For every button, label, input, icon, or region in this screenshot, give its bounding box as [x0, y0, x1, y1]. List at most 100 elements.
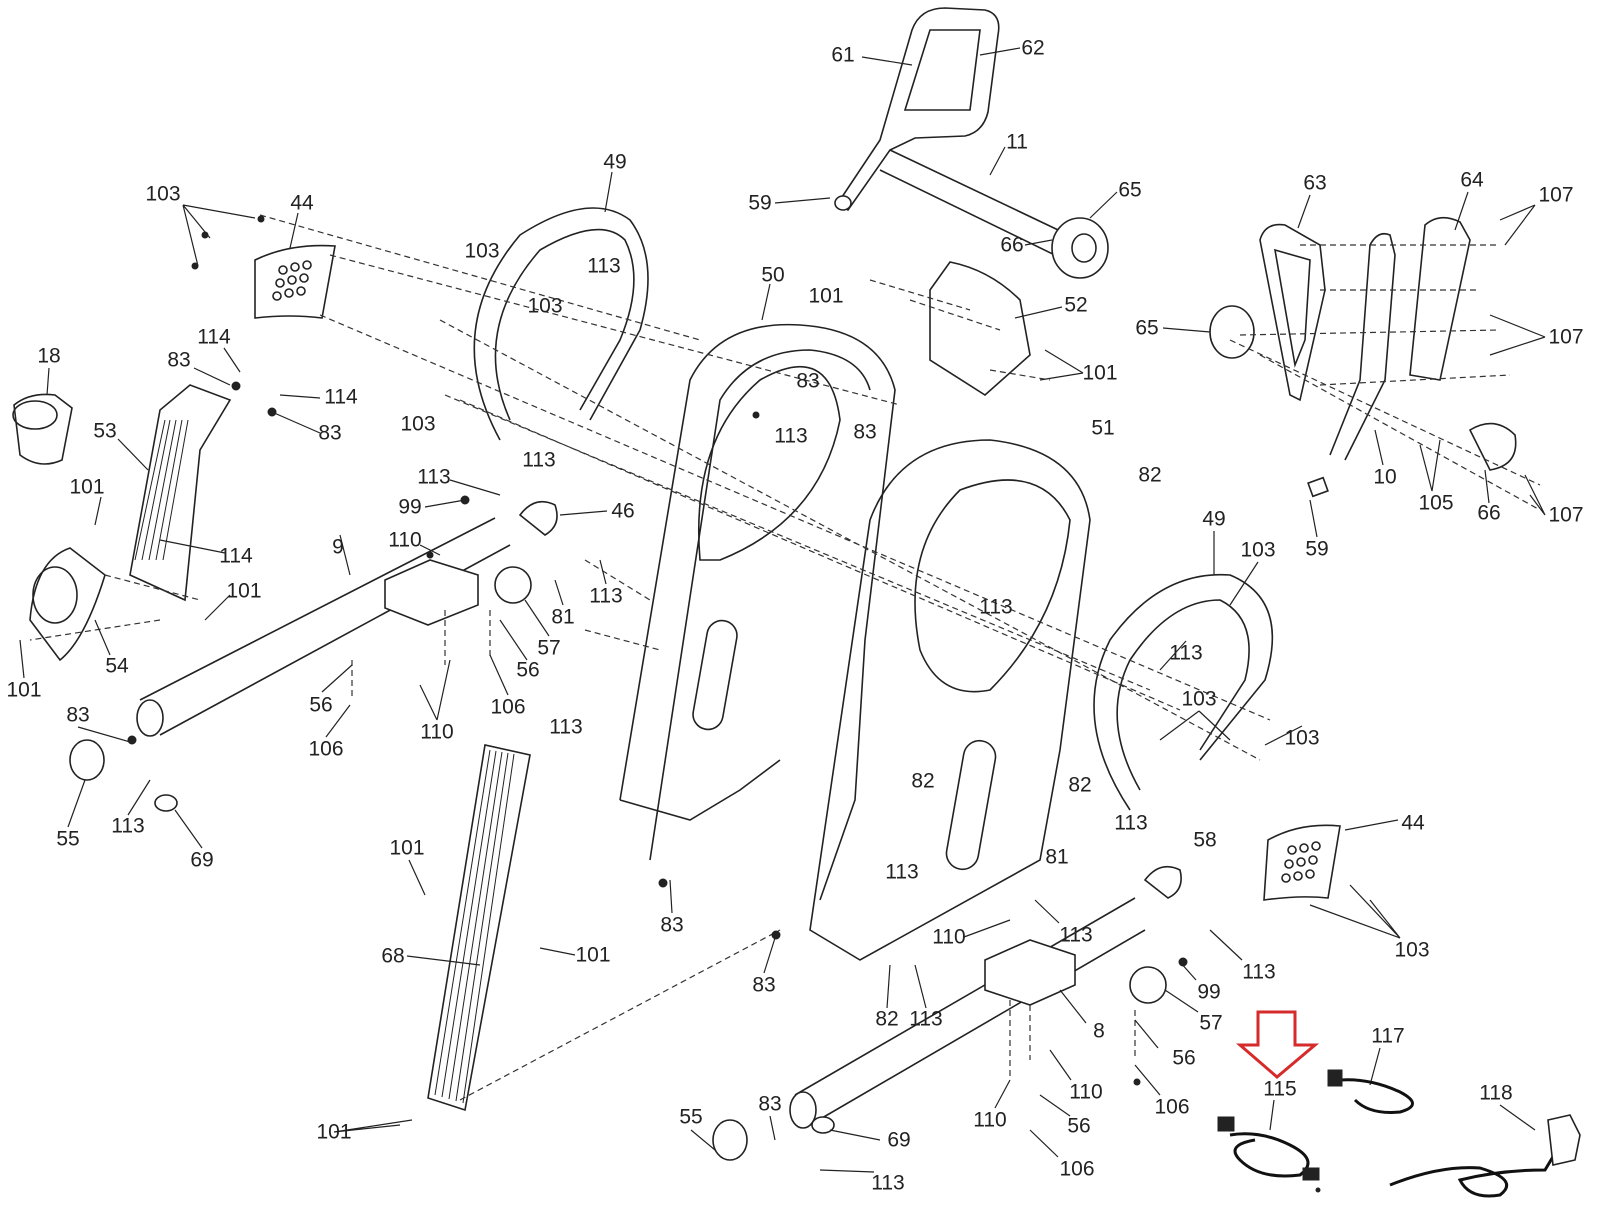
part-callout-64: 64	[1460, 168, 1484, 192]
part-callout-113: 113	[871, 1171, 905, 1195]
part-callout-115: 115	[1263, 1077, 1297, 1101]
part-callout-65: 65	[1118, 178, 1142, 202]
part-callout-46: 46	[611, 499, 635, 523]
part-callout-52: 52	[1064, 293, 1088, 317]
power-adapter-cord-118	[1389, 1144, 1562, 1198]
part-callout-56: 56	[1067, 1114, 1091, 1138]
wire-harness-115	[1229, 1132, 1310, 1178]
end-plate-44-right	[1263, 824, 1341, 901]
frame-cover-50	[619, 323, 896, 901]
right-handlebar-assembly	[1209, 216, 1517, 498]
stabilizer-8	[712, 865, 1182, 1161]
frame-cover-51	[809, 439, 1091, 961]
end-cap-58	[1143, 865, 1182, 899]
part-callout-61: 61	[831, 43, 855, 67]
part-callout-117: 117	[1371, 1024, 1405, 1048]
part-callout-101: 101	[69, 475, 105, 499]
part-callout-113: 113	[1242, 960, 1276, 984]
part-callout-51: 51	[1091, 416, 1115, 440]
part-callout-11: 11	[1006, 130, 1028, 154]
part-callout-101: 101	[575, 943, 611, 967]
part-callout-56: 56	[516, 658, 540, 682]
part-callout-107: 107	[1538, 183, 1574, 207]
part-callout-57: 57	[1199, 1011, 1223, 1035]
part-callout-83: 83	[318, 421, 342, 445]
part-callout-65: 65	[1135, 316, 1159, 340]
part-callout-83: 83	[758, 1092, 782, 1116]
part-callout-105: 105	[1418, 491, 1454, 515]
part-callout-113: 113	[979, 595, 1013, 619]
wire-harness-117	[1339, 1078, 1414, 1114]
part-callout-82: 82	[1068, 773, 1092, 797]
part-callout-101: 101	[316, 1120, 352, 1144]
power-adapter-118	[1547, 1114, 1581, 1166]
end-cap-55-right	[712, 1119, 748, 1161]
part-callout-110: 110	[420, 720, 454, 744]
leader-lines	[19, 47, 1546, 1173]
part-callout-103: 103	[527, 294, 563, 318]
part-callout-55: 55	[56, 827, 80, 851]
part-callout-103: 103	[1240, 538, 1276, 562]
part-callout-58: 58	[1193, 828, 1217, 852]
part-callout-99: 99	[1197, 980, 1221, 1004]
part-callout-107: 107	[1548, 503, 1584, 527]
pedal-68	[427, 744, 531, 1112]
part-callout-103: 103	[1284, 726, 1320, 750]
part-callout-8: 8	[1093, 1019, 1105, 1043]
part-callout-56: 56	[309, 693, 333, 717]
part-callout-66: 66	[1000, 233, 1024, 257]
part-callout-59: 59	[1305, 537, 1329, 561]
part-callout-69: 69	[887, 1128, 911, 1152]
end-cap-55-left	[69, 739, 105, 781]
end-plate-44-left	[254, 244, 336, 319]
part-callout-110: 110	[1069, 1080, 1103, 1104]
part-callout-106: 106	[1059, 1157, 1095, 1181]
part-callout-110: 110	[932, 925, 966, 949]
left-side-parts	[12, 384, 232, 662]
part-callout-113: 113	[589, 584, 623, 608]
part-callout-83: 83	[660, 913, 684, 937]
part-callout-113: 113	[549, 715, 583, 739]
fasteners	[127, 215, 1321, 1193]
part-callout-114: 114	[324, 385, 358, 409]
part-callout-101: 101	[6, 678, 42, 702]
part-callout-113: 113	[885, 860, 919, 884]
part-callout-99: 99	[398, 495, 422, 519]
part-callout-103: 103	[145, 182, 181, 206]
shroud-49-right	[1093, 573, 1274, 811]
part-callout-101: 101	[1082, 361, 1118, 385]
wheel-57-left	[494, 566, 532, 604]
part-callout-83: 83	[796, 369, 820, 393]
part-callout-44: 44	[1401, 811, 1425, 835]
part-callout-44: 44	[290, 191, 314, 215]
part-callout-118: 118	[1479, 1081, 1513, 1105]
part-callout-113: 113	[522, 448, 556, 472]
part-callout-56: 56	[1172, 1046, 1196, 1070]
part-callout-110: 110	[388, 528, 422, 552]
part-callout-106: 106	[308, 737, 344, 761]
part-callout-113: 113	[587, 254, 621, 278]
part-callout-81: 81	[551, 605, 575, 629]
red-down-arrow-icon	[1235, 1010, 1320, 1079]
part-callout-103: 103	[400, 412, 436, 436]
part-callout-106: 106	[490, 695, 526, 719]
part-callout-101: 101	[808, 284, 844, 308]
part-callout-82: 82	[911, 769, 935, 793]
cover-52	[929, 261, 1031, 396]
part-callout-113: 113	[909, 1007, 943, 1031]
part-callout-114: 114	[219, 544, 253, 568]
part-callout-59: 59	[748, 191, 772, 215]
part-callout-113: 113	[1114, 811, 1148, 835]
cup-holder-18	[13, 393, 73, 465]
part-callout-54: 54	[105, 654, 129, 678]
part-callout-49: 49	[603, 150, 627, 174]
part-callout-82: 82	[875, 1007, 899, 1031]
wheel-57-right	[1129, 966, 1167, 1004]
part-callout-69: 69	[190, 848, 214, 872]
part-callout-101: 101	[389, 836, 425, 860]
part-callout-83: 83	[853, 420, 877, 444]
part-callout-113: 113	[774, 424, 808, 448]
part-callout-110: 110	[973, 1108, 1007, 1132]
